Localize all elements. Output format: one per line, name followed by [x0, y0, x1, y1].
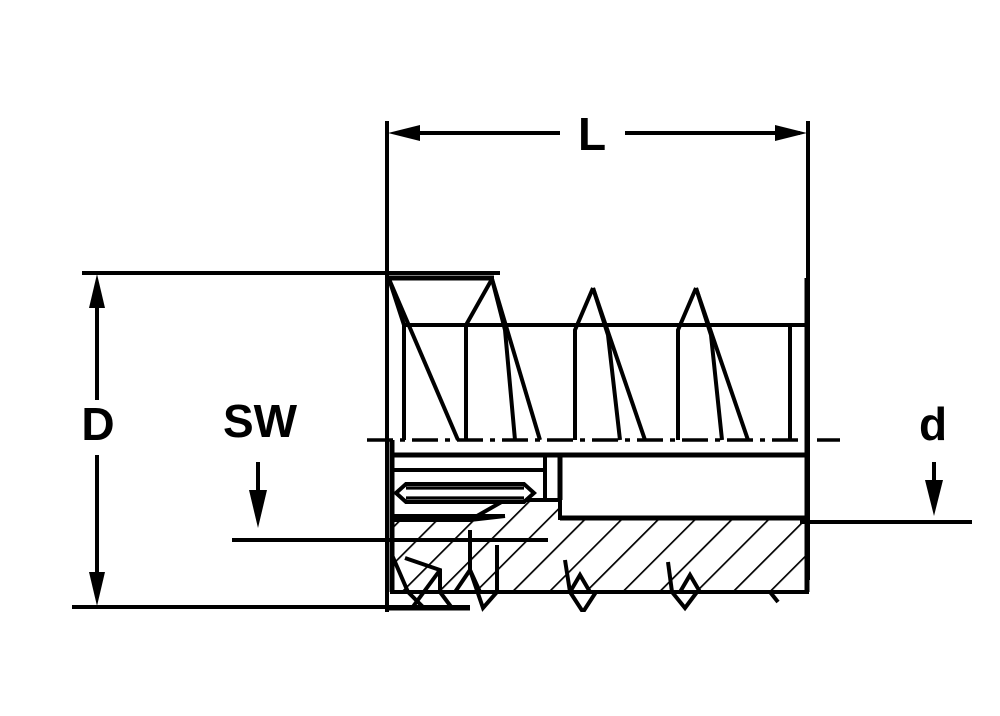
- thread-tooth-lower-0c: [404, 556, 442, 592]
- thread-tooth-lower-0d: [438, 590, 454, 610]
- thread-flank-3-left: [676, 287, 698, 440]
- arrowhead-SW: [249, 490, 267, 528]
- dimension-label-SW: SW: [223, 395, 298, 447]
- thread-tooth-lower-3: [670, 590, 699, 612]
- dimension-d: d: [800, 398, 972, 524]
- thread-tooth-lower-3b: [666, 561, 674, 593]
- dimension-label-D: D: [81, 398, 114, 450]
- insert-body: [367, 275, 840, 612]
- arrowhead-L-left: [388, 125, 420, 141]
- thread-flank-1-left: [464, 278, 494, 440]
- arrowhead-D-top: [89, 274, 105, 308]
- thread-helix-3: [694, 287, 750, 441]
- thread-flank-0a: [388, 278, 460, 441]
- thread-flank-2-left: [573, 287, 595, 440]
- thread-tooth-lower-1: [468, 545, 499, 612]
- upper-external-thread: [388, 275, 807, 441]
- dimension-L: L: [388, 108, 807, 160]
- arrowhead-D-bottom: [89, 572, 105, 606]
- dimension-label-L: L: [578, 108, 606, 160]
- thread-tooth-lower-2b: [563, 559, 572, 593]
- hex-drive-socket: [392, 455, 547, 522]
- arrowhead-L-right: [775, 125, 807, 141]
- thread-tooth-lower-2: [568, 590, 598, 612]
- dimension-label-d: d: [919, 398, 947, 450]
- thread-helix-2: [591, 287, 647, 441]
- thread-helix-1: [490, 278, 542, 441]
- arrowhead-d: [925, 480, 943, 516]
- thread-tooth-lower-4: [768, 590, 780, 604]
- thread-tooth-lower-0b: [410, 568, 442, 610]
- hex-socket-bottom-edge: [392, 514, 506, 522]
